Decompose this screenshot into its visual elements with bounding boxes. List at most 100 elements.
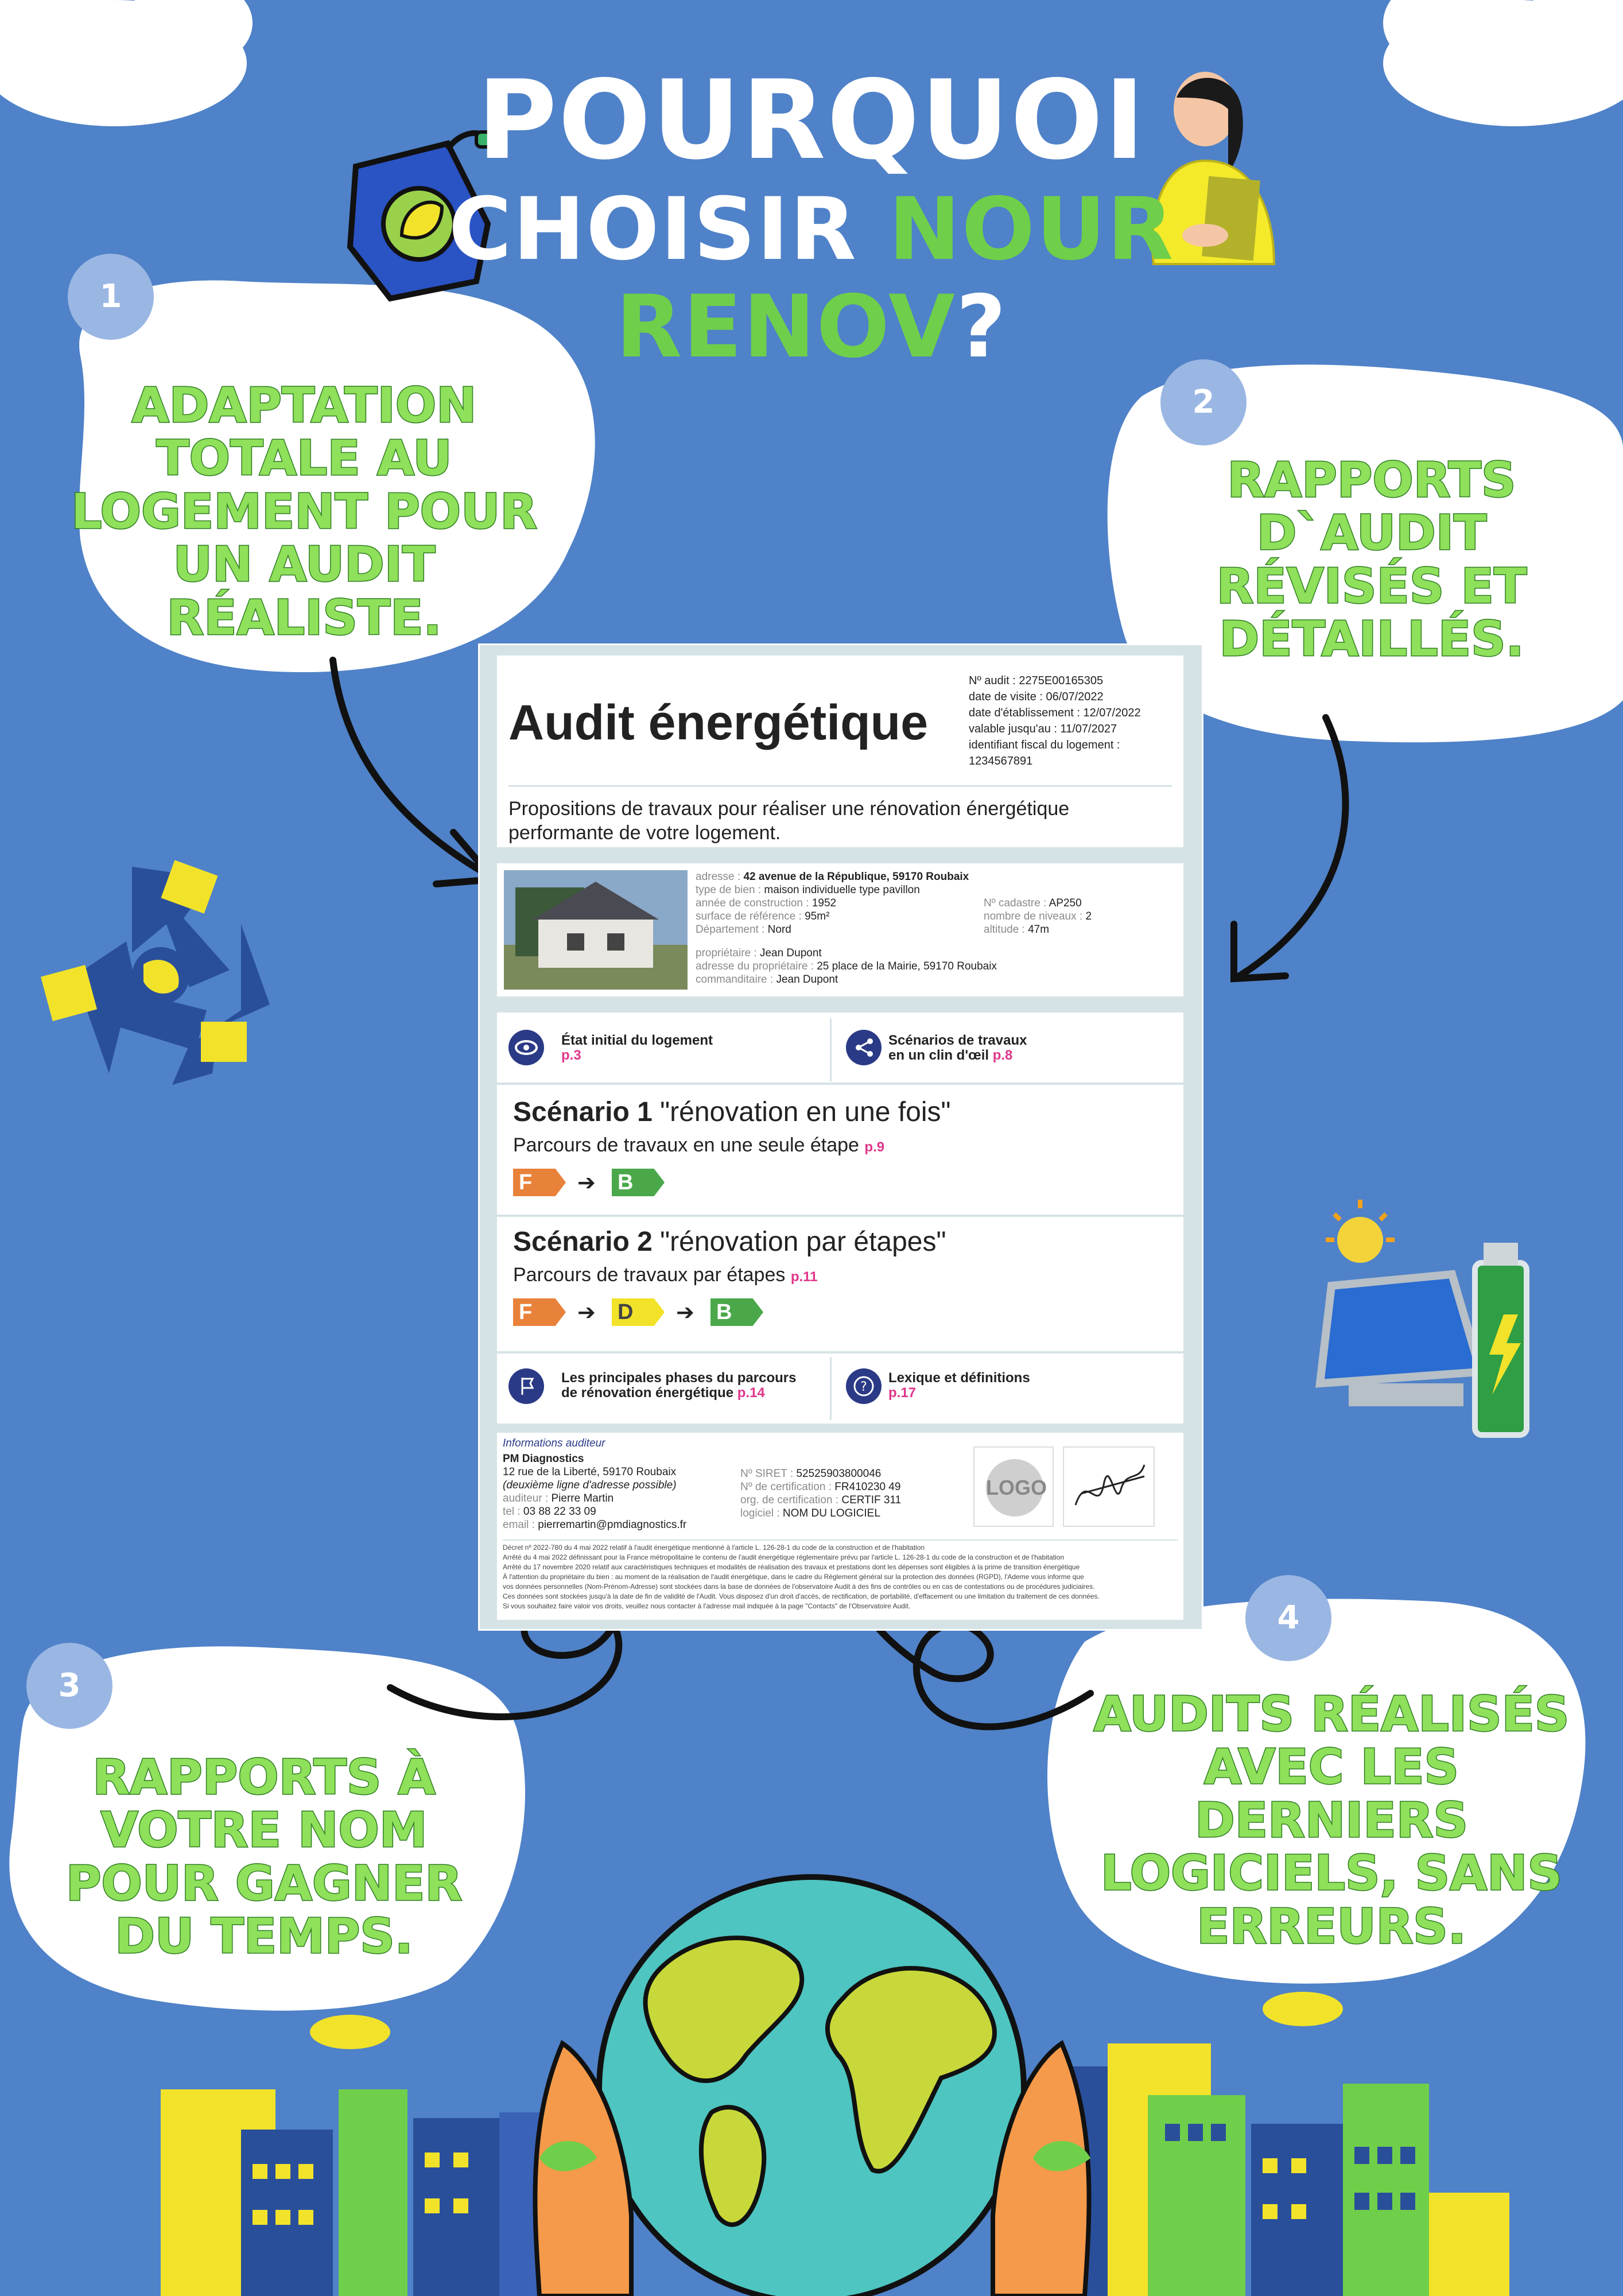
title-line-1: POURQUOI xyxy=(477,57,1146,184)
legal-line: vos données personnelles (Nom-Prénom-Adr… xyxy=(503,1583,1095,1591)
property-owner: propriétaire : Jean Dupont xyxy=(696,947,997,960)
point-1-text: ADAPTATION TOTALE AU LOGEMENT POUR UN AU… xyxy=(71,377,538,646)
woman-with-folder-icon xyxy=(1151,72,1276,265)
label: tel : xyxy=(503,1506,523,1518)
logo-placeholder: LOGO xyxy=(986,1459,1047,1517)
value: Pierre Martin xyxy=(551,1492,614,1504)
nav-page: p.17 xyxy=(888,1385,917,1401)
doc-meta-line: valable jusqu'au : 11/07/2027 xyxy=(969,723,1117,735)
property-details: adresse : 42 avenue de la République, 59… xyxy=(696,870,997,986)
nav-title: de rénovation énergétique xyxy=(561,1385,734,1401)
title-green-part: NOUR xyxy=(888,180,1175,280)
divider xyxy=(497,1083,1183,1085)
title-line-3: RENOV? xyxy=(0,281,1623,373)
recycle-icon xyxy=(41,860,270,1085)
value: maison individuelle type pavillon xyxy=(764,884,920,896)
eye-icon xyxy=(508,1030,544,1065)
speech-bubble-2 xyxy=(1107,364,1623,743)
speech-bubble-1 xyxy=(79,280,595,673)
value: CERTIF 311 xyxy=(841,1494,902,1506)
speech-bubble-4 xyxy=(1047,1599,1586,1984)
auditor-address2: (deuxième ligne d'adresse possible) xyxy=(503,1479,677,1491)
divider xyxy=(497,1215,1183,1217)
scenario-page: p.11 xyxy=(790,1269,818,1285)
scenario-1-title: Scénario 1 "rénovation en une fois" xyxy=(513,1096,951,1128)
property-type: type de bien : maison individuelle type … xyxy=(696,883,997,897)
logo-box: LOGO xyxy=(973,1446,1054,1527)
title-white-part: ? xyxy=(956,277,1008,377)
value: AP250 xyxy=(1049,897,1082,909)
solar-panel-battery-icon xyxy=(1315,1200,1529,1438)
property-altitude: altitude : 47m xyxy=(984,923,1092,936)
energy-class-B: B xyxy=(612,1169,665,1196)
divider xyxy=(503,1539,1178,1541)
doc-meta: Nº audit : 2275E00165305 date de visite … xyxy=(969,673,1141,769)
value: 52525903800046 xyxy=(796,1468,882,1480)
nav-etat-initial: État initial du logement p.3 xyxy=(561,1033,713,1063)
legal-line: Décret nº 2022-780 du 4 mai 2022 relatif… xyxy=(503,1543,925,1552)
doc-meta-line: date de visite : 06/07/2022 xyxy=(969,691,1104,703)
house-photo xyxy=(504,870,688,990)
property-address: adresse : 42 avenue de la République, 59… xyxy=(696,870,997,883)
title-white-part: CHOISIR xyxy=(448,180,889,280)
legal-line: Arrêté du 17 novembre 2020 relatif aux c… xyxy=(503,1563,1080,1571)
arrow-right-icon: ➔ xyxy=(577,1170,596,1195)
label: adresse du propriétaire : xyxy=(696,960,817,972)
question-icon: ? xyxy=(846,1368,882,1404)
flag-icon xyxy=(508,1368,544,1404)
label: logiciel : xyxy=(740,1507,783,1519)
nav-title: Les principales phases du parcours xyxy=(561,1370,797,1386)
legal-line: À l'attention du propriétaire du bien : … xyxy=(503,1573,1084,1581)
label: org. de certification : xyxy=(740,1494,842,1506)
value: 47m xyxy=(1028,924,1050,936)
label: surface de référence : xyxy=(696,910,805,922)
summary-panel: État initial du logement p.3 Scénarios d… xyxy=(497,1013,1183,1424)
doc-subtitle-line: Propositions de travaux pour réaliser un… xyxy=(508,798,1070,820)
divider xyxy=(830,1357,832,1420)
legal-line: Ces données sont stockées jusqu'à la dat… xyxy=(503,1592,1100,1600)
doc-meta-line: date d'établissement : 12/07/2022 xyxy=(969,707,1141,719)
number-badge-1: 1 xyxy=(68,254,154,340)
number-badge-4: 4 xyxy=(1245,1575,1331,1661)
energy-class-D: D xyxy=(612,1298,665,1326)
nav-lexique: Lexique et définitions p.17 xyxy=(888,1371,1030,1401)
property-cadastre: Nº cadastre : AP250 xyxy=(984,897,1092,910)
doc-subtitle-line: performante de votre logement. xyxy=(508,822,781,844)
cloud-icon xyxy=(0,0,253,126)
fuel-can-icon xyxy=(347,130,501,302)
earth-in-hands-icon xyxy=(533,1874,1092,2296)
nav-title: en un clin d'œil xyxy=(888,1048,989,1063)
arrow-right-icon: ➔ xyxy=(676,1300,694,1325)
number-badge-3: 3 xyxy=(26,1643,112,1729)
scenario-name: "rénovation en une fois" xyxy=(660,1097,951,1127)
nav-page: p.3 xyxy=(561,1048,581,1063)
label: Nº de certification : xyxy=(740,1481,835,1493)
auditor-certification: Nº SIRET : 52525903800046 Nº de certific… xyxy=(740,1467,901,1520)
point-4-text: AUDITS RÉALISÉS AVEC LES DERNIERS LOGICI… xyxy=(1093,1686,1570,1954)
signature-box xyxy=(1063,1446,1155,1527)
label: email : xyxy=(503,1519,538,1531)
value: 2 xyxy=(1085,910,1092,922)
energy-class-B: B xyxy=(710,1298,763,1326)
title-line-2: CHOISIR NOUR xyxy=(0,184,1623,276)
energy-class-F: F xyxy=(513,1169,566,1196)
point-3-text: RAPPORTS À VOTRE NOM POUR GAGNER DU TEMP… xyxy=(65,1749,463,1965)
nav-page: p.8 xyxy=(992,1048,1013,1063)
doc-meta-line: Nº audit : 2275E00165305 xyxy=(969,674,1104,687)
cloud-icon xyxy=(310,1992,1343,2049)
scenario-desc: Parcours de travaux en une seule étape xyxy=(513,1134,859,1156)
property-levels: nombre de niveaux : 2 xyxy=(984,910,1092,923)
divider xyxy=(830,1018,832,1081)
doc-meta-line: 1234567891 xyxy=(969,755,1033,767)
divider xyxy=(497,1351,1183,1353)
label: type de bien : xyxy=(696,884,764,896)
label: année de construction : xyxy=(696,897,812,909)
value: 25 place de la Mairie, 59170 Roubaix xyxy=(817,960,997,972)
label: propriétaire : xyxy=(696,947,760,959)
legal-notice: Décret nº 2022-780 du 4 mai 2022 relatif… xyxy=(503,1543,1100,1611)
auditor-heading: Informations auditeur xyxy=(503,1437,605,1449)
property-surface: surface de référence : 95m² xyxy=(696,910,997,923)
nav-scenarios: Scénarios de travaux en un clin d'œil p.… xyxy=(888,1033,1027,1063)
